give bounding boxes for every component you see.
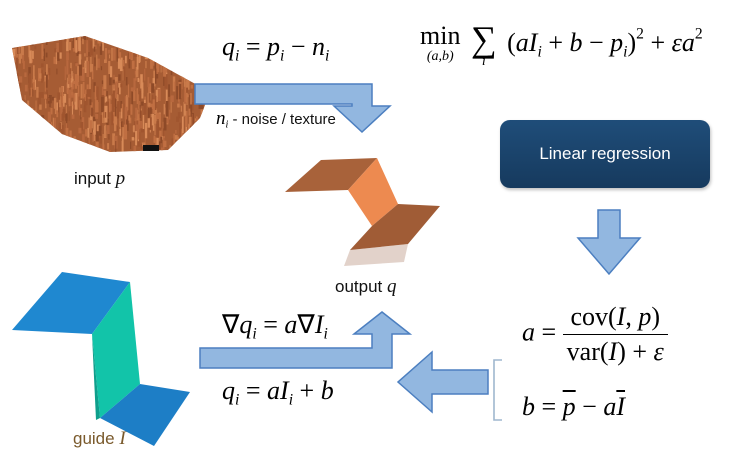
guide-step-surface (12, 272, 190, 446)
bracket-icon (493, 359, 502, 421)
equation-noise-model: qi = pi − ni (222, 32, 330, 65)
linear-regression-box: Linear regression (500, 120, 710, 188)
arrow-down-icon (576, 209, 642, 276)
arrow-left-icon (396, 350, 489, 414)
output-step-surface (285, 158, 440, 266)
linear-regression-label: Linear regression (539, 144, 671, 163)
input-texture-base (143, 145, 159, 151)
noise-label: ni - noise / texture (216, 108, 336, 131)
output-label: output q (335, 276, 397, 297)
equation-coefficient-a: a = cov(I, p) var(I) + ε (522, 302, 668, 367)
equation-objective: min (a,b) ∑ i (aIi + b − pi)2 + εa2 (420, 19, 703, 69)
equation-coefficient-b: b = p − aI (522, 392, 626, 421)
equation-linear-model: qi = aIi + b (222, 376, 334, 409)
input-label: input p (74, 168, 126, 189)
arrow-right-up-icon (199, 311, 413, 369)
equation-gradient: ∇qi = a∇Ii (222, 310, 328, 343)
guide-label: guide I (73, 428, 126, 449)
arrow-right-down-icon (194, 83, 392, 134)
